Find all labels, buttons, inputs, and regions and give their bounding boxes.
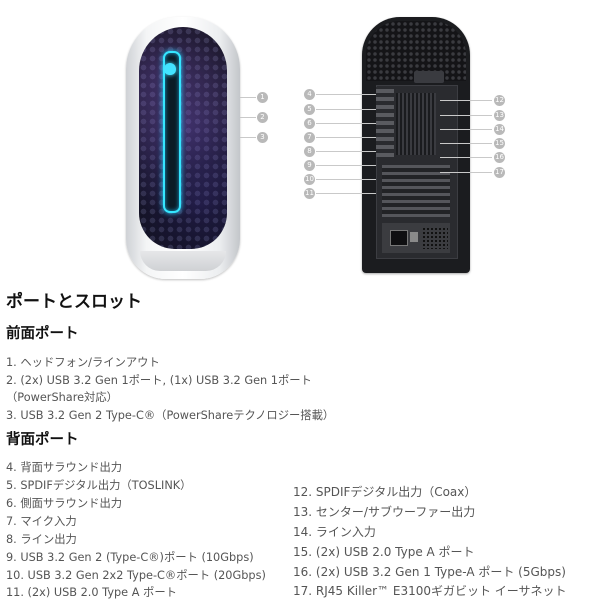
front-port-item: （PowerShare対応） bbox=[6, 391, 118, 404]
back-callout-15: 15 bbox=[494, 138, 505, 149]
leader-line bbox=[440, 143, 492, 144]
alien-logo-icon: ● bbox=[164, 63, 176, 75]
back-top-mesh bbox=[366, 21, 466, 81]
back-callout-7: 7 bbox=[304, 132, 315, 143]
back-callout-9: 9 bbox=[304, 160, 315, 171]
back-port-item: 14. ライン入力 bbox=[293, 525, 376, 539]
back-port-item: 11. (2x) USB 2.0 Type A ポート bbox=[6, 586, 177, 599]
back-callout-10: 10 bbox=[304, 174, 315, 185]
leader-line bbox=[240, 137, 256, 138]
front-ports-title: 前面ポート bbox=[6, 326, 79, 342]
back-callout-13: 13 bbox=[494, 110, 505, 121]
leader-line bbox=[316, 137, 376, 138]
leader-line bbox=[440, 157, 492, 158]
back-port-item: 5. SPDIFデジタル出力（TOSLINK） bbox=[6, 479, 192, 492]
leader-line bbox=[316, 193, 376, 194]
back-callout-6: 6 bbox=[304, 118, 315, 129]
leader-line bbox=[316, 165, 376, 166]
leader-line bbox=[316, 179, 376, 180]
leader-line bbox=[240, 97, 256, 98]
back-port-item: 8. ライン出力 bbox=[6, 533, 77, 546]
back-callout-8: 8 bbox=[304, 146, 315, 157]
product-illustration: ● 1 2 3 4 5 6 7 8 9 10 11 12 13 14 15 16 bbox=[0, 0, 600, 285]
leader-line bbox=[440, 129, 492, 130]
section-heading: ポートとスロット bbox=[6, 292, 142, 312]
back-port-item: 6. 側面サラウンド出力 bbox=[6, 497, 123, 510]
front-callout-1: 1 bbox=[257, 92, 268, 103]
expansion-slots bbox=[382, 165, 450, 217]
back-callout-17: 17 bbox=[494, 167, 505, 178]
front-hex-grille bbox=[139, 27, 227, 249]
front-light-bar bbox=[163, 51, 181, 213]
back-grille bbox=[396, 93, 436, 155]
leader-line bbox=[440, 100, 492, 101]
leader-line bbox=[316, 94, 376, 95]
front-view-tower: ● bbox=[126, 17, 240, 279]
back-port-item: 15. (2x) USB 2.0 Type A ポート bbox=[293, 545, 475, 559]
back-callout-16: 16 bbox=[494, 152, 505, 163]
back-port-item: 12. SPDIFデジタル出力（Coax） bbox=[293, 485, 477, 499]
back-port-item: 9. USB 3.2 Gen 2 (Type-C®)ポート (10Gbps) bbox=[6, 551, 254, 564]
back-port-item: 4. 背面サラウンド出力 bbox=[6, 461, 123, 474]
back-callout-12: 12 bbox=[494, 95, 505, 106]
back-port-item: 10. USB 3.2 Gen 2x2 Type-C®ポート (20Gbps) bbox=[6, 569, 266, 582]
front-callout-3: 3 bbox=[257, 132, 268, 143]
leader-line bbox=[440, 115, 492, 116]
back-top-badge bbox=[414, 71, 444, 83]
back-callout-5: 5 bbox=[304, 104, 315, 115]
back-callout-4: 4 bbox=[304, 89, 315, 100]
front-port-item: 3. USB 3.2 Gen 2 Type-C®（PowerShareテクノロジ… bbox=[6, 409, 335, 422]
leader-line bbox=[316, 151, 376, 152]
front-port-item: 1. ヘッドフォン/ラインアウト bbox=[6, 356, 160, 369]
back-port-item: 13. センター/サブウーファー出力 bbox=[293, 505, 476, 519]
power-socket-icon bbox=[390, 230, 408, 246]
back-ports-title: 背面ポート bbox=[6, 432, 79, 448]
back-callout-14: 14 bbox=[494, 124, 505, 135]
front-callout-2: 2 bbox=[257, 112, 268, 123]
leader-line bbox=[316, 123, 376, 124]
front-port-item: 2. (2x) USB 3.2 Gen 1ポート, (1x) USB 3.2 G… bbox=[6, 374, 312, 387]
leader-line bbox=[240, 117, 256, 118]
leader-line bbox=[316, 109, 376, 110]
back-port-item: 17. RJ45 Killer™ E3100ギガビット イーサネット bbox=[293, 584, 567, 598]
front-base bbox=[140, 251, 226, 271]
back-view-tower bbox=[362, 17, 470, 273]
back-port-item: 16. (2x) USB 3.2 Gen 1 Type-A ポート (5Gbps… bbox=[293, 565, 566, 579]
back-port-item: 7. マイク入力 bbox=[6, 515, 77, 528]
back-callout-11: 11 bbox=[304, 188, 315, 199]
power-switch-icon bbox=[410, 232, 418, 242]
leader-line bbox=[440, 172, 492, 173]
rear-port-column bbox=[376, 87, 394, 157]
psu-fan-grille bbox=[422, 227, 448, 249]
